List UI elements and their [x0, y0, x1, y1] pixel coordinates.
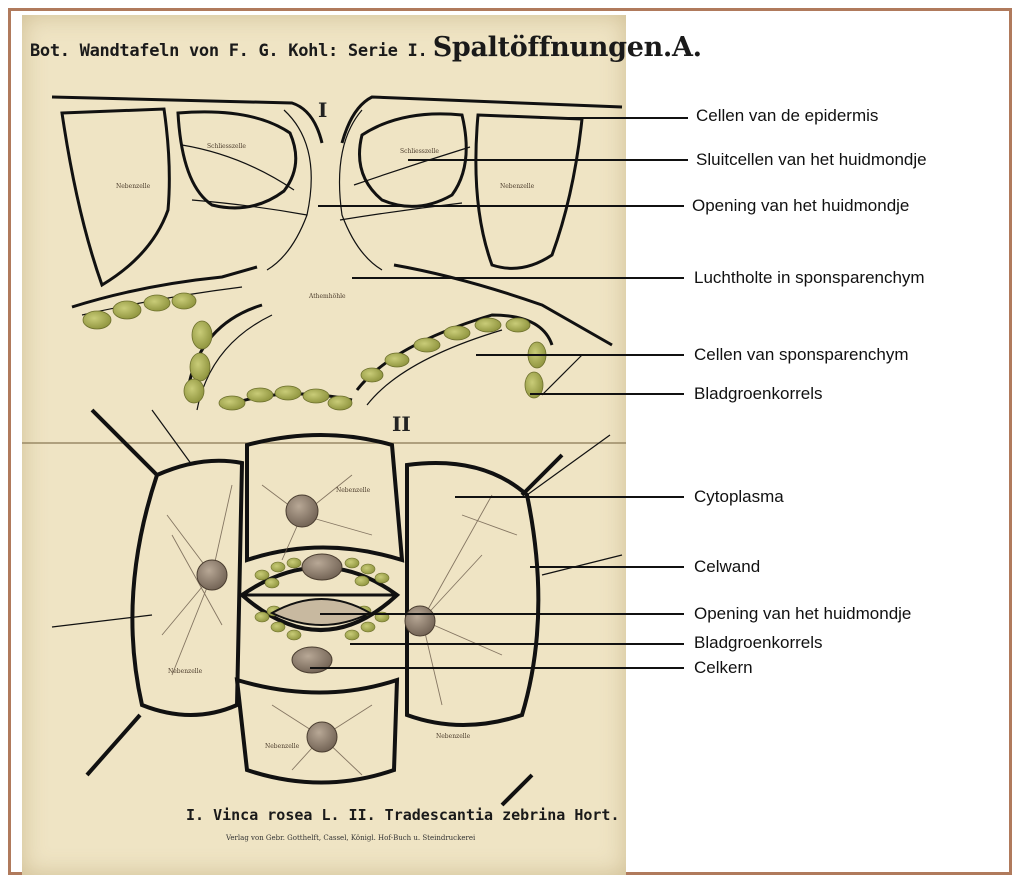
- plate-caption: I. Vinca rosea L. II. Tradescantia zebri…: [186, 806, 620, 824]
- botanical-plate: [22, 15, 626, 875]
- cell-label-nebenzelle-top-right: Nebenzelle: [500, 183, 535, 190]
- subsidiary-cell-left: [130, 458, 245, 717]
- callout-cell-wall: Celwand: [694, 557, 761, 576]
- callout-spongy-cells: Cellen van sponsparenchym: [694, 345, 909, 364]
- plate-title-series: Bot. Wandtafeln von F. G. Kohl: Serie I.: [30, 41, 428, 61]
- callout-stoma-opening-bottom: Opening van het huidmondje: [694, 604, 912, 623]
- guard-cell-left: [176, 110, 298, 210]
- plate-publisher: Verlag von Gebr. Gotthelft, Cassel, Köni…: [226, 834, 476, 842]
- plate-title-subject: Spaltöffnungen.A.: [432, 32, 702, 63]
- callout-cytoplasm: Cytoplasma: [694, 487, 784, 506]
- chloroplasts-figure-two: [254, 557, 390, 641]
- callout-nucleus: Celkern: [694, 658, 753, 677]
- callout-chloroplasts-bottom: Bladgroenkorrels: [694, 633, 823, 652]
- cell-label-schliesszelle-left: Schliesszelle: [207, 143, 246, 150]
- guard-cell-nuclei: [291, 553, 343, 674]
- cell-label-nebenzelle-bottom-bottom: Nebenzelle: [265, 743, 300, 750]
- cell-label-atemhoehle: Athemhöhle: [309, 293, 346, 300]
- cell-label-nebenzelle-top-left: Nebenzelle: [116, 183, 151, 190]
- guard-cell-right: [358, 112, 468, 208]
- subsidiary-cell-right: [405, 461, 541, 727]
- cell-label-nebenzelle-bottom-top: Nebenzelle: [336, 487, 371, 494]
- chloroplasts-figure-one: [82, 292, 547, 411]
- subsidiary-cell-bottom: [234, 677, 400, 785]
- callout-epidermis-cells: Cellen van de epidermis: [696, 106, 879, 125]
- cytoplasm-strands: [161, 474, 518, 776]
- cell-label-nebenzelle-bottom-left: Nebenzelle: [168, 668, 203, 675]
- figure-one-numeral: I: [318, 98, 328, 122]
- callout-chloroplasts-top: Bladgroenkorrels: [694, 384, 823, 403]
- epidermis-cell-right: [474, 113, 584, 270]
- callout-stoma-opening-top: Opening van het huidmondje: [692, 196, 910, 215]
- cell-label-schliesszelle-right: Schliesszelle: [400, 148, 439, 155]
- plate-title: Bot. Wandtafeln von F. G. Kohl: Serie I.…: [30, 32, 702, 63]
- figure-two-numeral: II: [392, 412, 411, 436]
- epidermis-cell-left: [60, 107, 171, 288]
- cell-label-nebenzelle-bottom-right: Nebenzelle: [436, 733, 471, 740]
- callout-air-cavity: Luchtholte in sponsparenchym: [694, 268, 925, 287]
- plate-illustration: [22, 95, 626, 807]
- callout-guard-cells: Sluitcellen van het huidmondje: [696, 150, 927, 169]
